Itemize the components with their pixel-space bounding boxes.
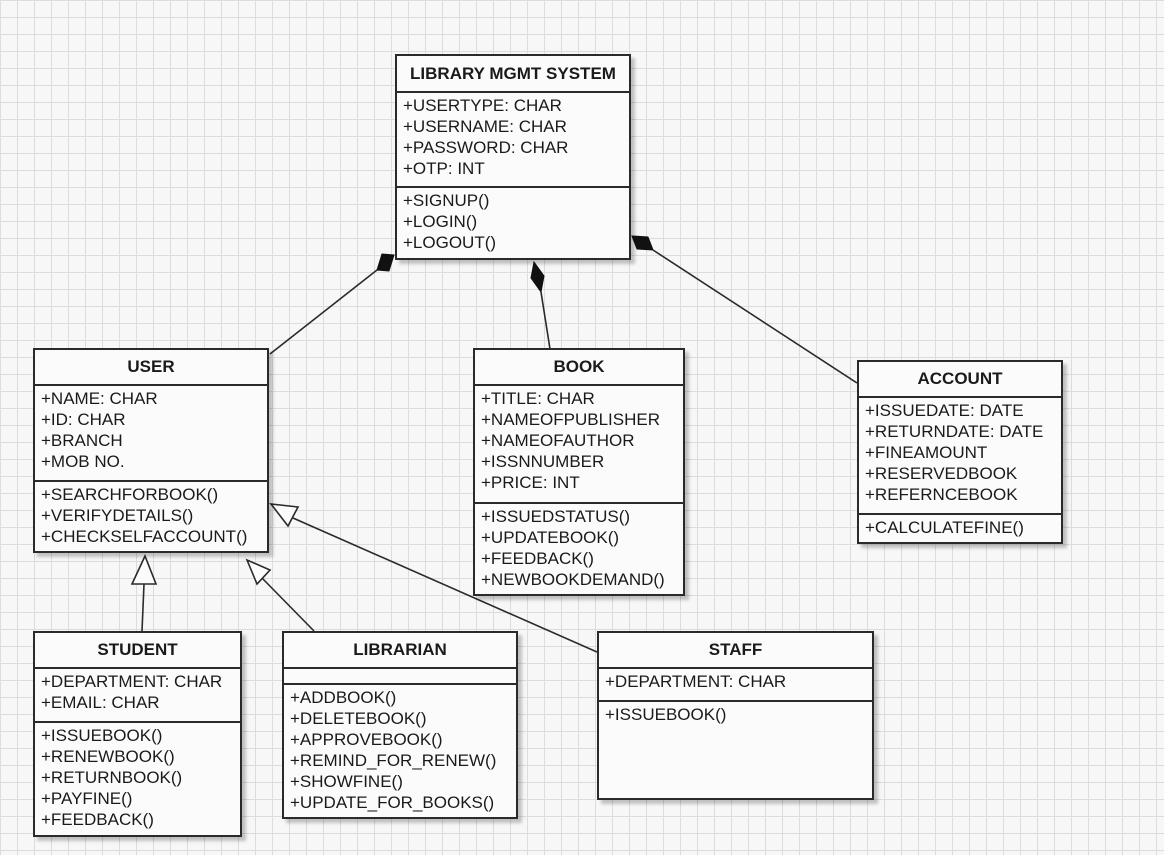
methods-librarian: +ADDBOOK() +DELETEBOOK() +APPROVEBOOK() … (284, 685, 516, 816)
attributes-library-mgmt-system: +USERTYPE: CHAR +USERNAME: CHAR +PASSWOR… (397, 93, 629, 188)
attribute-nameofpublisher: +NAMEOFPUBLISHER (481, 410, 661, 429)
method-newbookdemand: +NEWBOOKDEMAND() (481, 570, 665, 589)
class-name-librarian: LIBRARIAN (284, 633, 516, 669)
class-book[interactable]: BOOK +TITLE: CHAR +NAMEOFPUBLISHER +NAME… (473, 348, 685, 596)
class-name-account: ACCOUNT (859, 362, 1061, 398)
methods-library-mgmt-system: +SIGNUP() +LOGIN() +LOGOUT() (397, 188, 629, 256)
class-name-user: USER (35, 350, 267, 386)
attribute-department: +DEPARTMENT: CHAR (605, 672, 787, 691)
method-showfine: +SHOWFINE() (290, 772, 403, 791)
methods-user: +SEARCHFORBOOK() +VERIFYDETAILS() +CHECK… (35, 482, 267, 550)
class-name-staff: STAFF (599, 633, 872, 669)
attributes-book: +TITLE: CHAR +NAMEOFPUBLISHER +NAMEOFAUT… (475, 386, 683, 504)
composition-diamond-book (530, 260, 545, 294)
method-issuebook: +ISSUEBOOK() (41, 726, 163, 745)
attribute-issuedate: +ISSUEDATE: DATE (865, 401, 1024, 420)
attribute-otp: +OTP: INT (403, 159, 485, 178)
composition-diamond-account (631, 235, 654, 251)
generalization-line-student (141, 583, 145, 632)
composition-diamond-user (376, 253, 395, 272)
methods-account: +CALCULATEFINE() (859, 515, 1061, 541)
attribute-nameofauthor: +NAMEOFAUTHOR (481, 431, 635, 450)
method-logout: +LOGOUT() (403, 233, 497, 252)
attribute-usertype: +USERTYPE: CHAR (403, 96, 562, 115)
method-feedback: +FEEDBACK() (41, 810, 154, 829)
attributes-account: +ISSUEDATE: DATE +RETURNDATE: DATE +FINE… (859, 398, 1061, 515)
class-student[interactable]: STUDENT +DEPARTMENT: CHAR +EMAIL: CHAR +… (33, 631, 242, 837)
method-addbook: +ADDBOOK() (290, 688, 397, 707)
generalization-arrowhead-librarian (245, 558, 272, 586)
class-name-library-mgmt-system: LIBRARY MGMT SYSTEM (397, 56, 629, 93)
attributes-student: +DEPARTMENT: CHAR +EMAIL: CHAR (35, 669, 240, 723)
class-name-book: BOOK (475, 350, 683, 386)
attribute-email: +EMAIL: CHAR (41, 693, 160, 712)
attributes-user: +NAME: CHAR +ID: CHAR +BRANCH +MOB NO. (35, 386, 267, 482)
class-staff[interactable]: STAFF +DEPARTMENT: CHAR +ISSUEBOOK() (597, 631, 874, 800)
attribute-department: +DEPARTMENT: CHAR (41, 672, 223, 691)
generalization-arrowhead-student (130, 553, 158, 585)
attribute-fineamount: +FINEAMOUNT (865, 443, 988, 462)
method-feedback: +FEEDBACK() (481, 549, 594, 568)
attribute-reservedbook: +RESERVEDBOOK (865, 464, 1018, 483)
attribute-issnnumber: +ISSNNUMBER (481, 452, 605, 471)
method-update-for-books: +UPDATE_FOR_BOOKS() (290, 793, 495, 812)
method-checkselfaccount: +CHECKSELFACCOUNT() (41, 527, 248, 546)
method-remind-for-renew: +REMIND_FOR_RENEW() (290, 751, 497, 770)
method-payfine: +PAYFINE() (41, 789, 133, 808)
methods-book: +ISSUEDSTATUS() +UPDATEBOOK() +FEEDBACK(… (475, 504, 683, 593)
attribute-branch: +BRANCH (41, 431, 123, 450)
method-signup: +SIGNUP() (403, 191, 490, 210)
attribute-price: +PRICE: INT (481, 473, 580, 492)
method-approvebook: +APPROVEBOOK() (290, 730, 443, 749)
method-issuedstatus: +ISSUEDSTATUS() (481, 507, 631, 526)
method-calculatefine: +CALCULATEFINE() (865, 518, 1024, 537)
attribute-returndate: +RETURNDATE: DATE (865, 422, 1044, 441)
methods-staff: +ISSUEBOOK() (599, 702, 872, 728)
attribute-id: +ID: CHAR (41, 410, 126, 429)
class-library-mgmt-system[interactable]: LIBRARY MGMT SYSTEM +USERTYPE: CHAR +USE… (395, 54, 631, 260)
method-login: +LOGIN() (403, 212, 478, 231)
class-librarian[interactable]: LIBRARIAN +ADDBOOK() +DELETEBOOK() +APPR… (282, 631, 518, 819)
attribute-name: +NAME: CHAR (41, 389, 158, 408)
attributes-librarian (284, 669, 516, 685)
attribute-password: +PASSWORD: CHAR (403, 138, 569, 157)
method-returnbook: +RETURNBOOK() (41, 768, 183, 787)
class-user[interactable]: USER +NAME: CHAR +ID: CHAR +BRANCH +MOB … (33, 348, 269, 553)
attributes-staff: +DEPARTMENT: CHAR (599, 669, 872, 702)
method-issuebook: +ISSUEBOOK() (605, 705, 727, 724)
method-verifydetails: +VERIFYDETAILS() (41, 506, 194, 525)
method-deletebook: +DELETEBOOK() (290, 709, 427, 728)
class-account[interactable]: ACCOUNT +ISSUEDATE: DATE +RETURNDATE: DA… (857, 360, 1063, 544)
attribute-mob-no: +MOB NO. (41, 452, 125, 471)
attribute-username: +USERNAME: CHAR (403, 117, 567, 136)
generalization-line-staff (292, 517, 598, 653)
class-name-student: STUDENT (35, 633, 240, 669)
methods-student: +ISSUEBOOK() +RENEWBOOK() +RETURNBOOK() … (35, 723, 240, 833)
attribute-refernce-book: +REFERNCEBOOK (865, 485, 1018, 504)
attribute-title: +TITLE: CHAR (481, 389, 595, 408)
generalization-arrowhead-staff (269, 502, 300, 528)
generalization-line-librarian (261, 577, 315, 632)
composition-line-account (652, 249, 858, 384)
composition-line-book (540, 291, 551, 350)
method-renewbook: +RENEWBOOK() (41, 747, 175, 766)
method-searchforbook: +SEARCHFORBOOK() (41, 485, 219, 504)
method-updatebook: +UPDATEBOOK() (481, 528, 620, 547)
composition-line-user (269, 269, 378, 355)
